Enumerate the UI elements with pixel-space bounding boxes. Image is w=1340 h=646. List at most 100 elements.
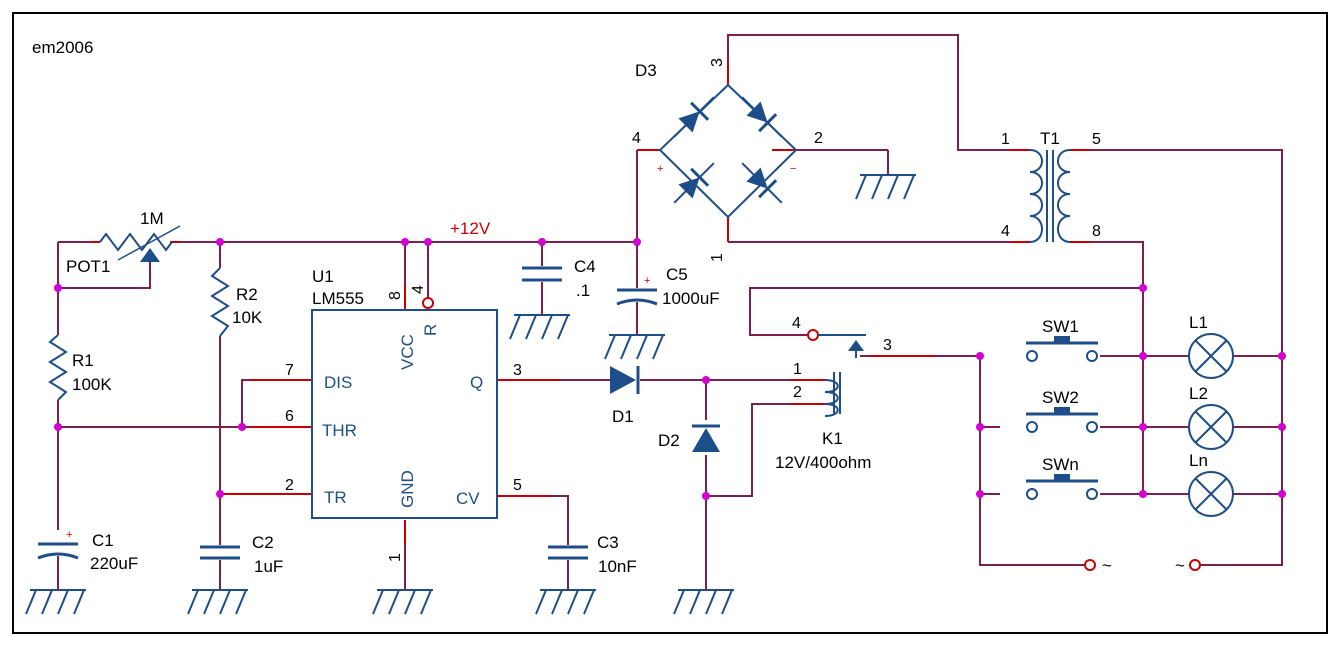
u1-ref: U1 <box>312 267 334 286</box>
ic-u1-lm555: U1 LM555 DIS THR TR CV Q VCC R GND 7 6 2… <box>285 267 522 562</box>
switch-sw2: SW2 <box>1024 388 1100 434</box>
u1-pinnum-gnd: 1 <box>387 553 404 562</box>
c3-value: 10nF <box>598 557 637 576</box>
pot1-value: 1M <box>140 209 164 228</box>
lamp-l1: L1 <box>1188 313 1234 379</box>
k1-pin-coil-a: 1 <box>793 361 802 378</box>
d1-ref: D1 <box>612 407 634 426</box>
u1-pinnum-vcc: 8 <box>387 291 404 300</box>
switch-swn: SWn <box>1024 455 1100 501</box>
u1-pin-dis: DIS <box>324 373 352 392</box>
pin-leads <box>90 62 1090 545</box>
u1-pinnum-q: 3 <box>513 362 522 379</box>
capacitor-c3: C3 10nF <box>548 533 637 576</box>
capacitor-c4: C4 .1 <box>522 257 596 300</box>
t1-pin-5: 5 <box>1092 131 1101 148</box>
lamp-l2: L2 <box>1188 384 1234 450</box>
sw1-ref: SW1 <box>1042 317 1079 336</box>
u1-pinnum-tr: 2 <box>285 477 294 494</box>
r1-value: 100K <box>72 375 112 394</box>
l2-ref: L2 <box>1189 384 1208 403</box>
c3-ref: C3 <box>597 533 619 552</box>
r1-ref: R1 <box>72 351 94 370</box>
t1-ref: T1 <box>1040 129 1060 148</box>
d3-pin-bottom: 1 <box>709 253 726 262</box>
net-label-12v: +12V <box>450 219 491 238</box>
resistor-r1: R1 100K <box>48 334 112 401</box>
u1-pin-tr: TR <box>324 488 347 507</box>
ground-u1 <box>372 589 434 615</box>
c2-ref: C2 <box>252 533 274 552</box>
relay-nc-contact <box>807 329 819 341</box>
junction-dots <box>54 238 1286 500</box>
resistor-r2: R2 10K <box>210 267 263 337</box>
k1-pin-nc: 4 <box>792 315 801 332</box>
capacitor-c2: C2 1uF <box>200 533 283 576</box>
c5-value: 1000uF <box>662 289 720 308</box>
transformer-t1 <box>1029 149 1071 243</box>
swn-ref: SWn <box>1042 455 1079 474</box>
t1-pin-1: 1 <box>1001 131 1010 148</box>
k1-value: 12V/400ohm <box>775 453 871 472</box>
diode-d2: D2 <box>658 424 720 452</box>
u1-pinnum-dis: 7 <box>285 362 294 379</box>
diode-d1: D1 <box>610 366 640 426</box>
ground-bridge <box>855 174 917 200</box>
k1-pin-com: 3 <box>883 337 892 354</box>
relay-k1: 4 3 1 2 K1 12V/400ohm <box>775 315 892 472</box>
mains-left-label: ~ <box>1102 556 1112 575</box>
d3-ref: D3 <box>635 61 657 80</box>
u1-pinnum-r: 4 <box>410 285 427 294</box>
c1-ref: C1 <box>92 531 114 550</box>
ground-c2 <box>187 589 249 615</box>
sw2-ref: SW2 <box>1042 388 1079 407</box>
k1-pin-coil-b: 2 <box>793 384 802 401</box>
c1-polarity: + <box>66 529 72 541</box>
u1-pin-q: Q <box>470 373 483 392</box>
c4-value: .1 <box>576 281 590 300</box>
d3-pin-left: 4 <box>632 130 641 147</box>
mains-right-label: ~ <box>1175 556 1185 575</box>
u1-pinnum-thr: 6 <box>285 408 294 425</box>
d3-pin-right: 2 <box>814 130 823 147</box>
d3-plus: + <box>657 163 663 175</box>
u1-value: LM555 <box>312 289 364 308</box>
ground-c3 <box>535 589 597 615</box>
reset-pin-bubble <box>422 297 434 309</box>
u1-pin-gnd: GND <box>398 470 417 508</box>
u1-pin-r: R <box>421 324 440 336</box>
bridge-rectifier-d3: D3 + − 3 4 2 1 <box>632 58 823 262</box>
c5-ref: C5 <box>666 265 688 284</box>
d3-pin-top: 3 <box>709 58 726 67</box>
l1-ref: L1 <box>1189 313 1208 332</box>
pot1-ref: POT1 <box>66 257 110 276</box>
ground-c4 <box>509 314 571 340</box>
k1-ref: K1 <box>822 429 843 448</box>
r2-value: 10K <box>232 308 263 327</box>
switch-sw1: SW1 <box>1024 317 1100 363</box>
c5-polarity: + <box>644 275 650 287</box>
c4-ref: C4 <box>574 257 596 276</box>
capacitor-c1: + C1 220uF <box>37 529 138 573</box>
ln-ref: Ln <box>1189 451 1208 470</box>
u1-pin-thr: THR <box>322 421 357 440</box>
ground-d2 <box>673 589 735 615</box>
drawing-title: em2006 <box>32 38 93 57</box>
u1-pin-cv: CV <box>456 489 480 508</box>
potentiometer-pot1: 1M POT1 <box>66 209 181 276</box>
d3-minus: − <box>790 163 796 175</box>
c1-value: 220uF <box>90 554 138 573</box>
u1-pin-vcc: VCC <box>398 334 417 370</box>
ground-c1 <box>25 589 87 615</box>
c2-value: 1uF <box>254 557 283 576</box>
lamp-ln: Ln <box>1188 451 1234 517</box>
capacitor-c5: + C5 1000uF <box>616 265 720 308</box>
r2-ref: R2 <box>236 285 258 304</box>
t1-pin-8: 8 <box>1092 223 1101 240</box>
ground-c5 <box>604 334 666 360</box>
drawing-frame <box>12 12 1328 634</box>
mains-terminals: ~ ~ <box>1084 556 1201 575</box>
t1-pin-4: 4 <box>1001 223 1010 240</box>
u1-pinnum-cv: 5 <box>513 477 522 494</box>
